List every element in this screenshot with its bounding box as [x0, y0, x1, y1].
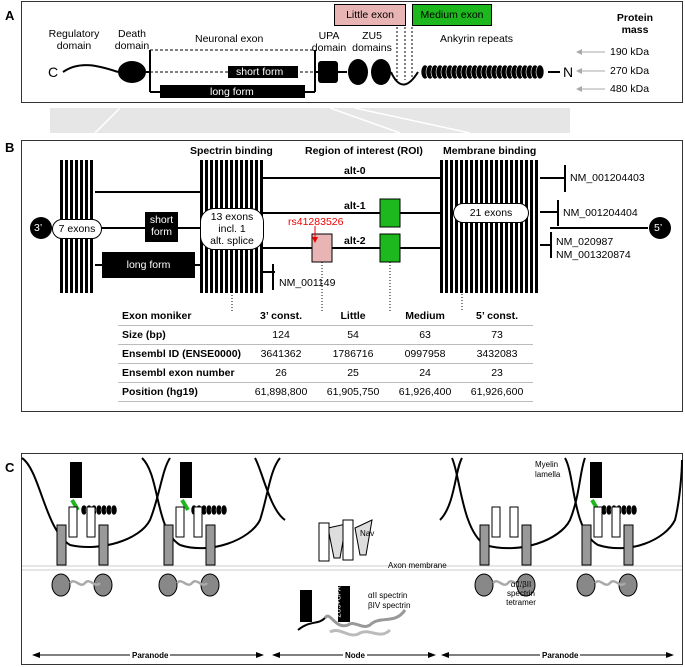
long-form-label: long form: [210, 86, 254, 98]
mass-480: 480 kDa: [610, 83, 650, 95]
zoom-connector: [50, 108, 570, 133]
nav-label: Nav: [360, 529, 375, 538]
medium-exon-box-alt1: [379, 198, 401, 228]
table-cell: 124: [245, 325, 318, 345]
long-form-bar: [160, 85, 305, 98]
ankyrin-repeats-label: Ankyrin repeats: [440, 33, 513, 45]
transcript-nm-020987: NM_020987: [556, 236, 614, 248]
table-cell: 1786716: [317, 344, 390, 364]
membrane-binding-label: Membrane binding: [443, 145, 537, 157]
panel-c-letter: C: [5, 460, 15, 475]
transcript-nm-001149: NM_001149: [279, 277, 336, 289]
table-cell: 61,898,800: [245, 382, 318, 402]
ankyrin-repeats-shape: [420, 64, 545, 80]
node-label: Node: [343, 650, 367, 662]
node-zu5upa-label: ZU5+UPA: [335, 586, 343, 618]
table-header-cell: Medium: [389, 307, 462, 326]
zu5-domains-label: ZU5 domains: [352, 30, 392, 54]
table-cell: 73: [461, 325, 534, 345]
twentyone-exons-comb: [440, 160, 538, 293]
protein-mass-title: Protein mass: [616, 12, 654, 36]
death-domain-shape: [118, 61, 146, 83]
tetramer-label: αII/βII spectrin tetramer: [506, 580, 536, 607]
table-cell: 25: [317, 363, 390, 383]
table-cell: 23: [461, 363, 534, 383]
alt-2-label: alt-2: [344, 235, 366, 247]
table-cell: 61,926,400: [389, 382, 462, 402]
node-ankyrin-block: [300, 590, 312, 622]
transcript-nm-001204404: NM_001204404: [563, 207, 638, 219]
long-form-block: [102, 252, 195, 278]
roi-label: Region of interest (ROI): [305, 145, 423, 157]
seven-exons-pill: 7 exons: [52, 219, 102, 239]
table-cell: Ensembl exon number: [118, 363, 246, 383]
table-row: Ensembl ID (ENSE0000) 3641362 1786716 09…: [118, 344, 534, 364]
panel-b-letter: B: [5, 140, 15, 155]
three-prime-label: 3’: [34, 222, 43, 234]
neuronal-exon-label: Neuronal exon: [195, 33, 264, 45]
table-cell: Size (bp): [118, 325, 246, 345]
aii-spectrin-label: αII spectrin: [368, 591, 408, 600]
table-cell: 3641362: [245, 344, 318, 364]
table-header-cell: 3’ const.: [245, 307, 318, 326]
five-prime-label: 5’: [654, 222, 663, 234]
table-header-cell: Little: [317, 307, 390, 326]
upa-domain-shape: [318, 61, 338, 83]
table-cell: Position (hg19): [118, 382, 246, 402]
medium-exon-label: Medium exon: [412, 4, 492, 26]
snp-label: rs41283526: [288, 216, 344, 228]
table-cell: Ensembl ID (ENSE0000): [118, 344, 246, 364]
table-row: Ensembl exon number 26 25 24 23: [118, 363, 534, 383]
short-form-bar: [228, 66, 298, 78]
node-zu5upa-block: [338, 586, 350, 622]
table-row: Size (bp) 124 54 63 73: [118, 325, 534, 345]
table-header-cell: Exon moniker: [118, 307, 246, 326]
paranode-left-label: Paranode: [130, 650, 171, 662]
regulatory-domain-label: Regulatory domain: [48, 28, 100, 52]
table-cell: 54: [317, 325, 390, 345]
death-domain-label: Death domain: [114, 28, 150, 52]
table-header-cell: 5’ const.: [461, 307, 534, 326]
paranode-right-label: Paranode: [540, 650, 581, 662]
short-form-label: short form: [236, 66, 284, 78]
long-form-block-label: long form: [126, 259, 171, 271]
table-cell: 0997958: [389, 344, 462, 364]
alt-0-label: alt-0: [344, 165, 366, 177]
alt-1-label: alt-1: [344, 200, 366, 212]
table-cell: 3432083: [461, 344, 534, 364]
n-terminus-label: N: [563, 64, 574, 80]
regulatory-domain-curve: [62, 64, 119, 73]
upa-domain-label: UPA domain: [311, 30, 347, 54]
table-header-row: Exon moniker 3’ const. Little Medium 5’ …: [118, 307, 534, 326]
transcript-nm-001204403: NM_001204403: [570, 172, 645, 184]
table-row: Position (hg19) 61,898,800 61,905,750 61…: [118, 382, 534, 402]
medium-exon-box-alt2: [379, 233, 401, 263]
table-cell: 26: [245, 363, 318, 383]
twentyone-exons-pill: 21 exons: [453, 203, 529, 223]
short-form-block: [145, 212, 178, 242]
transcript-nm-001320874: NM_001320874: [556, 249, 631, 261]
mass-190: 190 kDa: [610, 46, 650, 58]
panel-a-letter: A: [5, 8, 15, 23]
spectrin-binding-label: Spectrin binding: [190, 145, 273, 157]
mass-270: 270 kDa: [610, 65, 650, 77]
axon-membrane-label: Axon membrane: [388, 561, 447, 570]
c-terminus-label: C: [48, 64, 59, 80]
myelin-lamella-label: Myelin lamella: [535, 460, 561, 479]
biv-spectrin-label: βIV spectrin: [368, 601, 411, 610]
table-cell: 61,926,600: [461, 382, 534, 402]
exon-table: Exon moniker 3’ const. Little Medium 5’ …: [118, 307, 534, 402]
thirteen-exons-pill: 13 exons incl. 1 alt. splice: [200, 208, 264, 250]
little-exon-label: Little exon: [334, 4, 406, 26]
table-cell: 61,905,750: [317, 382, 390, 402]
table-cell: 63: [389, 325, 462, 345]
table-cell: 24: [389, 363, 462, 383]
short-form-block-label: short form: [149, 214, 174, 238]
